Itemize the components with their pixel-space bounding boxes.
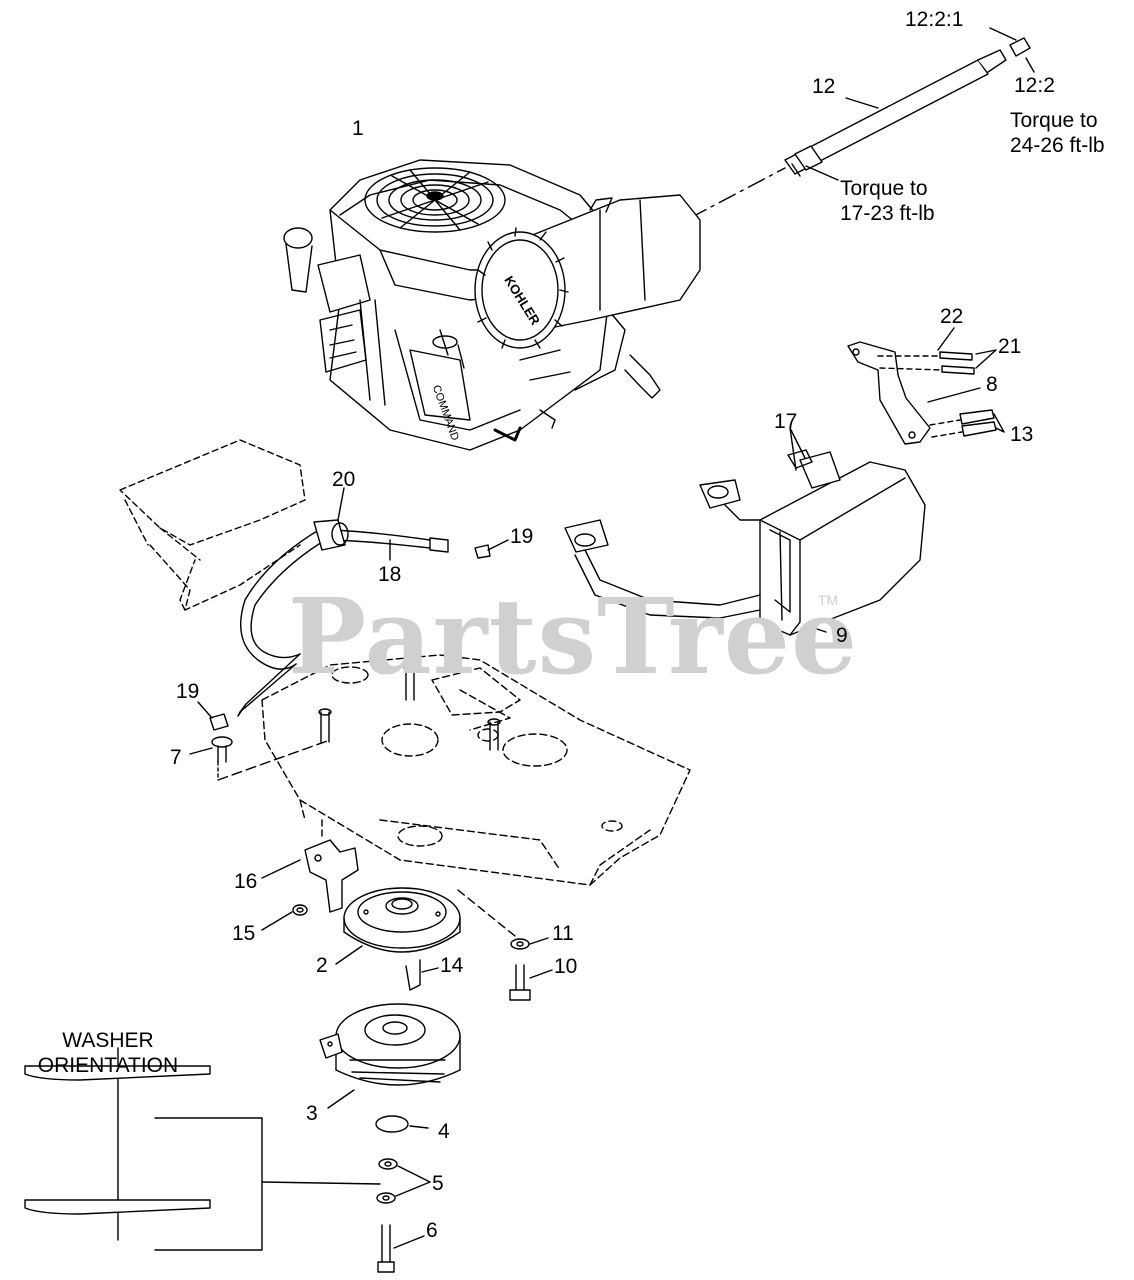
washer-large <box>375 1115 409 1133</box>
callout-13: 13 <box>1010 423 1034 446</box>
callout-8: 8 <box>986 373 998 396</box>
bolt-and-washer <box>509 938 531 1001</box>
watermark-trademark: TM <box>818 592 839 608</box>
torque-note-upper-line1: Torque to <box>1010 109 1098 132</box>
callout-6: 6 <box>426 1219 438 1242</box>
callout-3: 3 <box>306 1102 318 1125</box>
leader-lines <box>393 1235 425 1249</box>
callout-12-2: 12:2 <box>1014 74 1055 97</box>
washer-orientation-title: WASHER ORIENTATION <box>18 1028 198 1078</box>
bolt <box>377 1224 395 1273</box>
engine-side-text: COMMAND <box>430 384 461 443</box>
leader-lines <box>197 487 509 719</box>
callout-10: 10 <box>554 955 578 978</box>
callout-12-2-1: 12:2:1 <box>905 8 964 31</box>
callout-4: 4 <box>438 1120 450 1143</box>
callout-12: 12 <box>812 75 836 98</box>
callout-20: 20 <box>332 468 356 491</box>
leader-lines <box>261 859 301 931</box>
torque-note-upper-line2: 24-26 ft-lb <box>1010 134 1105 157</box>
callout-17: 17 <box>774 410 798 433</box>
clutch-bracket <box>292 819 359 916</box>
torque-note-lower: Torque to 17-23 ft-lb <box>840 176 935 226</box>
deck-studs <box>318 664 501 751</box>
frame-bracket <box>119 439 306 611</box>
muffler <box>564 449 926 636</box>
pulley <box>343 887 461 991</box>
callout-11: 11 <box>552 922 574 945</box>
leader-lines <box>529 937 553 979</box>
engine-deck <box>261 654 691 886</box>
washers <box>376 1158 398 1204</box>
watermark: PartsTree <box>288 575 859 698</box>
torque-note-lower-line1: Torque to <box>840 177 928 200</box>
leader-lines <box>189 747 213 755</box>
callout-1: 1 <box>352 117 364 140</box>
leader-lines <box>335 889 521 973</box>
callout-21: 21 <box>998 335 1022 358</box>
muffler-bracket <box>847 341 997 445</box>
callout-19-left: 19 <box>176 680 200 703</box>
electric-clutch <box>319 1003 461 1086</box>
callout-9: 9 <box>836 624 848 647</box>
leader-lines <box>409 1125 429 1129</box>
callout-18: 18 <box>378 563 402 586</box>
washer-orientation-line2: ORIENTATION <box>37 1054 179 1077</box>
leader-lines <box>327 1089 355 1109</box>
callout-14: 14 <box>440 954 464 977</box>
callout-5: 5 <box>432 1172 444 1195</box>
leader-lines <box>805 27 1035 181</box>
callout-15: 15 <box>232 922 256 945</box>
engine-brand-text: KOHLER <box>501 273 543 328</box>
callout-7: 7 <box>170 746 182 769</box>
callout-19-right: 19 <box>510 525 534 548</box>
washer-orientation-line1: WASHER <box>62 1029 154 1052</box>
callout-22: 22 <box>940 305 964 328</box>
air-cleaner <box>474 194 701 349</box>
pin <box>211 736 331 781</box>
torque-note-upper: Torque to 24-26 ft-lb <box>1010 108 1105 158</box>
torque-note-lower-line2: 17-23 ft-lb <box>840 202 935 225</box>
callout-2: 2 <box>316 954 328 977</box>
shaft-centerline <box>689 167 786 219</box>
drive-shaft <box>784 37 1031 177</box>
callout-16: 16 <box>234 870 258 893</box>
leader-lines <box>395 1165 431 1197</box>
washer-orientation-inset <box>24 1047 381 1251</box>
